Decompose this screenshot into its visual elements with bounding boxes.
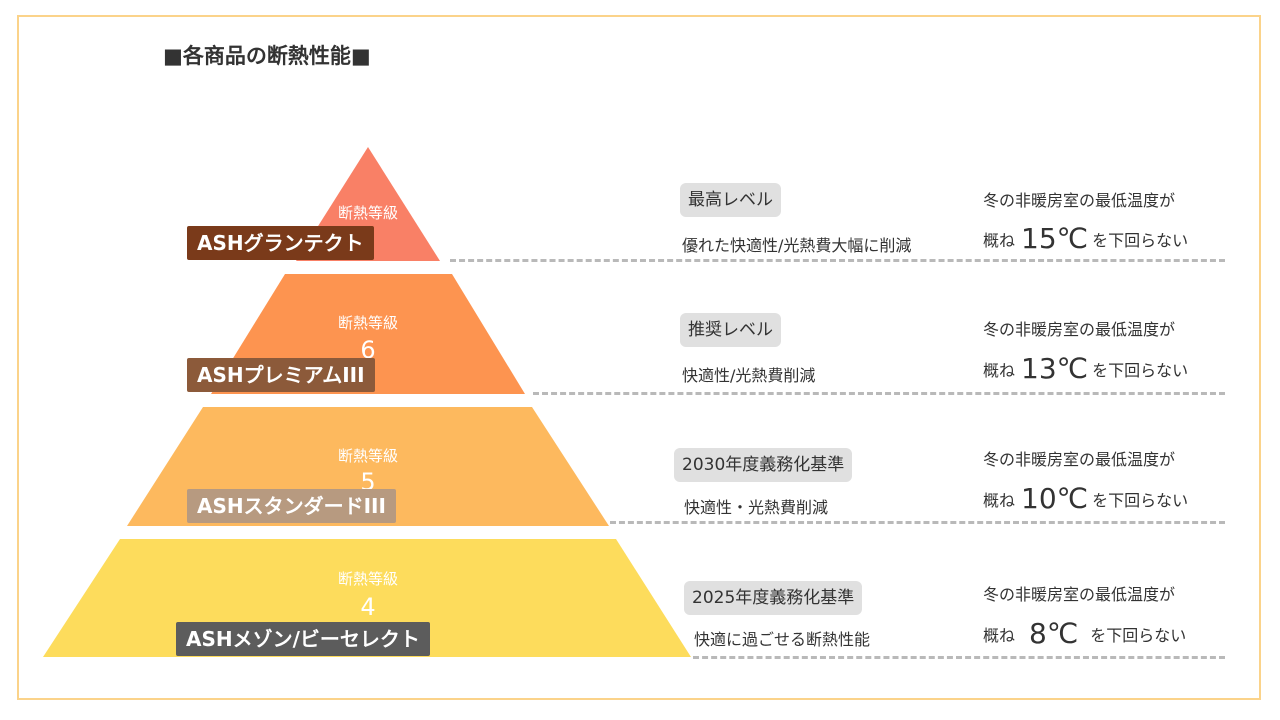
tier-2-grade-label: 断熱等級 — [337, 314, 398, 332]
tier-3-temp-value: 10℃ — [1021, 482, 1089, 515]
tier-2-temp-row: 概ね 13℃ を下回らない — [983, 352, 1188, 385]
tier-3-temp-prefix: 概ね — [983, 490, 1016, 510]
tier-1-temp-caption: 冬の非暖房室の最低温度が — [983, 191, 1176, 210]
tier-2-product-label: ASHプレミアムIII — [187, 358, 375, 392]
tier-3-description: 快適性・光熱費削減 — [684, 498, 829, 517]
tier-1-temp-suffix: を下回らない — [1092, 230, 1189, 250]
tier-2-level-badge: 推奨レベル — [680, 313, 781, 347]
tier-3-divider — [610, 521, 1225, 524]
tier-3-temp-caption: 冬の非暖房室の最低温度が — [983, 450, 1176, 469]
tier-2-temp-value: 13℃ — [1021, 352, 1089, 385]
page-title: ■各商品の断熱性能■ — [163, 44, 371, 68]
tier-4-grade-label: 断熱等級 — [337, 570, 398, 588]
tier-1-grade-label: 断熱等級 — [337, 204, 398, 222]
tier-1-level-badge: 最高レベル — [680, 183, 781, 217]
tier-2-description: 快適性/光熱費削減 — [682, 366, 816, 385]
tier-4-temp-caption: 冬の非暖房室の最低温度が — [983, 585, 1176, 604]
tier-1-divider — [450, 259, 1225, 262]
tier-4-description: 快適に過ごせる断熱性能 — [694, 630, 871, 649]
tier-3-level-badge: 2030年度義務化基準 — [674, 448, 853, 482]
tier-1-product-label: ASHグランテクト — [187, 226, 374, 260]
outer-frame — [17, 15, 1261, 700]
tier-4-temp-prefix: 概ね — [983, 625, 1016, 645]
tier-3-grade-label: 断熱等級 — [337, 447, 398, 465]
tier-4-level-badge: 2025年度義務化基準 — [684, 581, 863, 615]
tier-3-grade-number: 5 — [360, 468, 376, 496]
tier-2-temp-prefix: 概ね — [983, 360, 1016, 380]
tier-2-grade-number: 6 — [360, 336, 376, 364]
tier-4-temp-row: 概ね 8℃ を下回らない — [983, 617, 1186, 650]
tier-2-temp-suffix: を下回らない — [1092, 360, 1189, 380]
tier-1-description: 優れた快適性/光熱費大幅に削減 — [682, 236, 912, 255]
tier-1-temp-row: 概ね 15℃ を下回らない — [983, 222, 1188, 255]
tier-4-temp-value: 8℃ — [1029, 617, 1079, 650]
tier-1-temp-prefix: 概ね — [983, 230, 1016, 250]
tier-2-divider — [533, 392, 1225, 395]
tier-4-product-label: ASHメゾン/ビーセレクト — [176, 622, 430, 656]
tier-3-temp-suffix: を下回らない — [1092, 490, 1189, 510]
tier-4-divider — [693, 656, 1225, 659]
tier-3-product-label: ASHスタンダードIII — [187, 489, 396, 523]
tier-4-temp-suffix: を下回らない — [1090, 625, 1187, 645]
tier-1-temp-value: 15℃ — [1021, 222, 1089, 255]
tier-3-temp-row: 概ね 10℃ を下回らない — [983, 482, 1188, 515]
tier-4-grade-number: 4 — [360, 593, 376, 621]
tier-2-temp-caption: 冬の非暖房室の最低温度が — [983, 320, 1176, 339]
